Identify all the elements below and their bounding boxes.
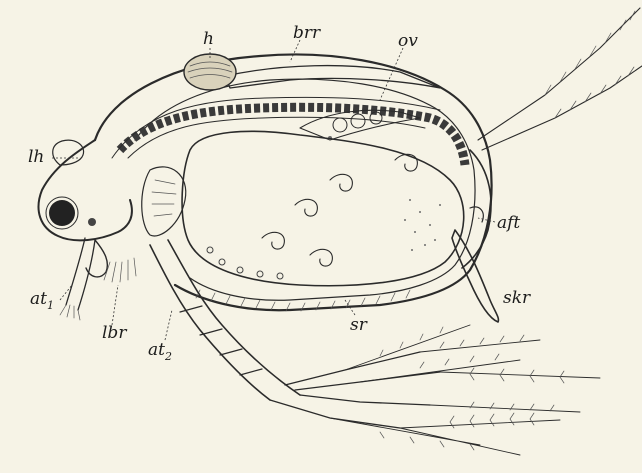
label-skr: skr [503, 288, 531, 308]
compound-eye [49, 200, 75, 226]
label-heart: h [203, 29, 214, 49]
label-lh: lh [28, 147, 44, 167]
label-sr: sr [350, 315, 368, 335]
label-labrum: lbr [102, 323, 127, 343]
label-ovary: ov [398, 31, 418, 51]
label-brood-chamber: brr [293, 23, 321, 43]
heart [184, 54, 236, 90]
label-aft: aft [497, 213, 520, 233]
